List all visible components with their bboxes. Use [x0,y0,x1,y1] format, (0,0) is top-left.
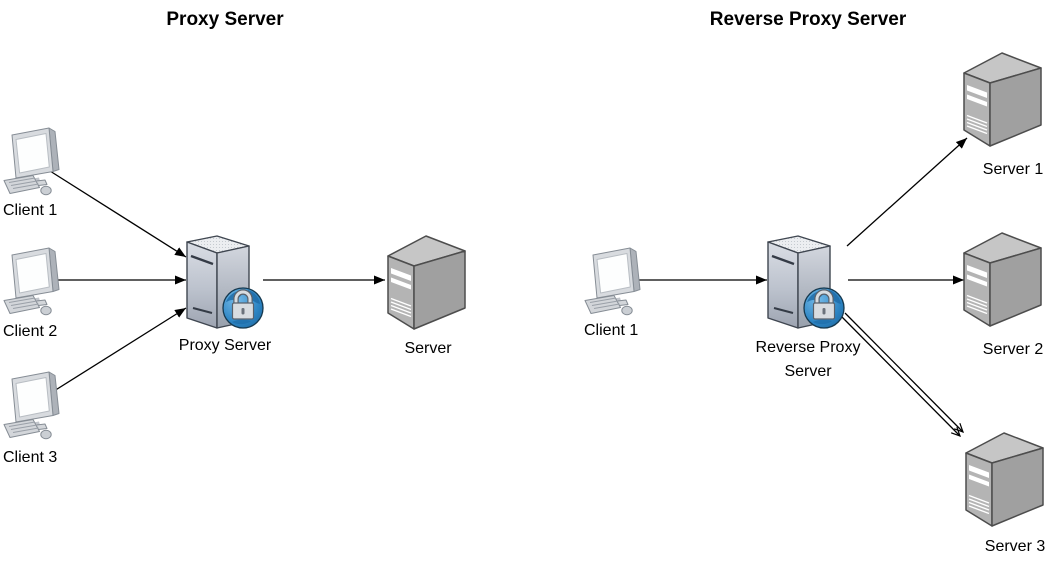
right-server1-label: Server 1 [982,161,1044,178]
globe-padlock-icon [222,287,264,329]
tower-server-globe-lock-icon [186,235,264,329]
arrow-left-client3-to-proxy [53,307,187,392]
node-right-server2 [962,232,1044,329]
right-proxy-label: Reverse Proxy Server [708,336,908,384]
right-server3-label: Server 3 [984,538,1046,555]
node-right-reverse-proxy [766,234,846,334]
drive-slot [190,254,214,266]
right-proxy-label-line1: Reverse Proxy [755,339,861,356]
tower-server-icon [387,235,466,330]
drive-slot [192,307,213,314]
mouse [40,185,52,196]
keyboard [3,175,40,194]
tower-server-globe-lock-icon [767,235,845,329]
right-proxy-label-line2: Server [784,363,832,380]
right-server2-label: Server 2 [982,341,1044,358]
desktop-computer-icon [3,247,60,316]
node-left-server [386,235,468,332]
tower-server-icon [963,52,1042,147]
tower-front [186,241,218,329]
node-right-server1 [962,52,1044,149]
left-diagram-title: Proxy Server [166,9,284,30]
node-left-client2 [2,243,70,319]
right-diagram-title: Reverse Proxy Server [709,9,907,30]
tower-server-icon [963,232,1042,327]
left-server-label: Server [404,340,452,357]
arrow-right-proxy-to-server3 [844,312,964,434]
node-left-proxy-server [185,234,265,334]
drive-bay [391,268,411,281]
padlock-keyhole [241,308,245,315]
desktop-computer-icon [584,247,641,316]
node-left-client1 [2,123,70,199]
drive-bay [391,277,411,290]
globe-padlock-icon [803,287,845,329]
arrow-right-proxy-to-server1 [846,137,968,247]
desktop-computer-icon [3,127,60,196]
right-client1-label: Client 1 [584,322,639,339]
node-right-server3 [964,432,1046,529]
node-right-client1 [583,243,651,319]
desktop-computer-icon [3,371,60,440]
node-left-client3 [2,367,70,443]
monitor-screen [15,133,50,174]
left-client2-label: Client 2 [3,323,58,340]
tower-server-icon [965,432,1044,527]
server-front [387,255,415,330]
left-proxy-label: Proxy Server [178,337,272,354]
arrow-right-proxy-to-server3-double [841,316,961,438]
left-client3-label: Client 3 [3,449,58,466]
arrow-left-client1-to-proxy [49,170,187,258]
left-client1-label: Client 1 [3,202,58,219]
server-side [413,250,466,330]
